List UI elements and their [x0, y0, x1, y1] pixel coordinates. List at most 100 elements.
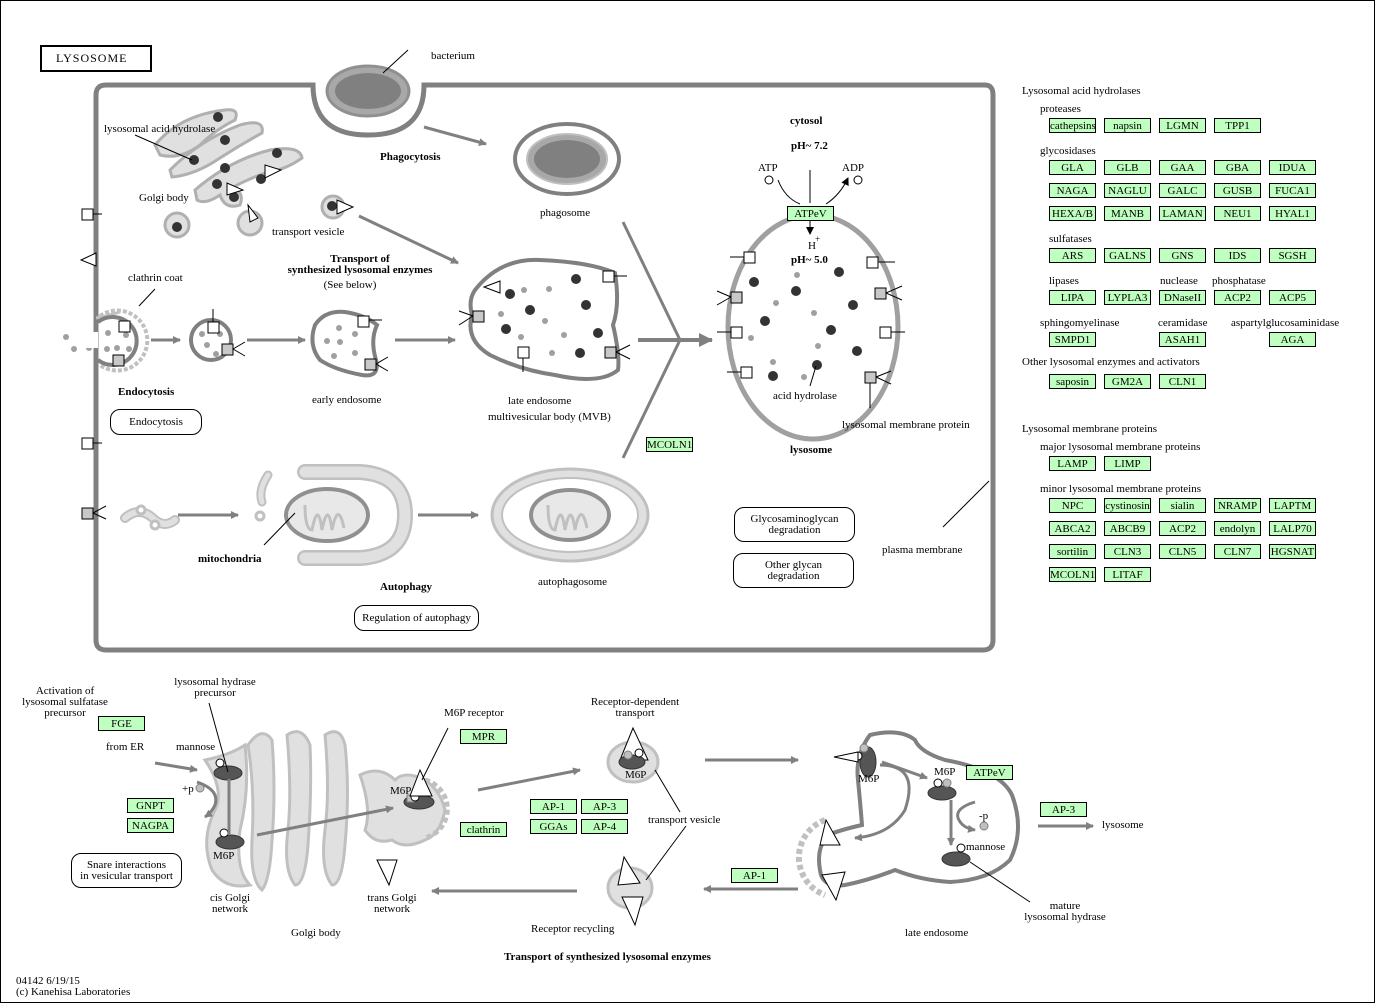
- gene-smpd1[interactable]: SMPD1: [1049, 332, 1096, 347]
- gene-laptm[interactable]: LAPTM: [1269, 498, 1316, 513]
- map-snare-interactions[interactable]: Snare interactions in vesicular transpor…: [71, 853, 182, 888]
- label-trans-golgi-2: network: [373, 903, 411, 915]
- gene-limp[interactable]: LIMP: [1104, 456, 1151, 471]
- gene-laman[interactable]: LAMAN: [1159, 206, 1206, 221]
- gene-gaa[interactable]: GAA: [1159, 160, 1206, 175]
- gene-naga[interactable]: NAGA: [1049, 183, 1096, 198]
- footer-id-date: 04142 6/19/15: [16, 975, 80, 987]
- label-adp: ADP: [842, 162, 865, 174]
- gene-gns[interactable]: GNS: [1159, 248, 1206, 263]
- gene-ids[interactable]: IDS: [1214, 248, 1261, 263]
- gene-lipa[interactable]: LIPA: [1049, 290, 1096, 305]
- gene-clathrin[interactable]: clathrin: [460, 822, 507, 837]
- gene-cln7[interactable]: CLN7: [1214, 544, 1261, 559]
- gene-litaf[interactable]: LITAF: [1104, 567, 1151, 582]
- gene-asah1[interactable]: ASAH1: [1159, 332, 1206, 347]
- label-m6p-receptor: M6P receptor: [444, 707, 504, 719]
- gene-galns[interactable]: GALNS: [1104, 248, 1151, 263]
- gene-nagpa[interactable]: NAGPA: [127, 818, 174, 833]
- label-endocytosis: Endocytosis: [118, 386, 175, 398]
- label-early-endosome: early endosome: [312, 394, 382, 406]
- gene-idua[interactable]: IDUA: [1269, 160, 1316, 175]
- gene-hyal1[interactable]: HYAL1: [1269, 206, 1316, 221]
- gene-atpev[interactable]: ATPeV: [787, 206, 834, 221]
- gene-ap1-recycling[interactable]: AP-1: [731, 868, 778, 883]
- gene-lypla3[interactable]: LYPLA3: [1104, 290, 1151, 305]
- gene-ars[interactable]: ARS: [1049, 248, 1096, 263]
- label-plus-p: +p: [182, 783, 194, 795]
- gene-sgsh[interactable]: SGSH: [1269, 248, 1316, 263]
- gene-naglu[interactable]: NAGLU: [1104, 183, 1151, 198]
- legend-other-title: Other lysosomal enzymes and activators: [1022, 356, 1200, 368]
- label-mature-1: mature: [1049, 900, 1081, 912]
- gene-galc[interactable]: GALC: [1159, 183, 1206, 198]
- label-m6p-trans: M6P: [390, 785, 412, 797]
- gene-lgmn[interactable]: LGMN: [1159, 118, 1206, 133]
- gene-mpr[interactable]: MPR: [460, 729, 507, 744]
- gene-lamp[interactable]: LAMP: [1049, 456, 1096, 471]
- gene-acp2[interactable]: ACP2: [1159, 521, 1206, 536]
- gene-gusb[interactable]: GUSB: [1214, 183, 1261, 198]
- gene-cathepsins[interactable]: cathepsins: [1049, 118, 1096, 133]
- gene-napsin[interactable]: napsin: [1104, 118, 1151, 133]
- map-glycosaminoglycan-degradation[interactable]: Glycosaminoglycan degradation: [734, 507, 855, 542]
- legend-nuclease: nuclease: [1160, 275, 1198, 287]
- label-section-title: Transport of synthesized lysosomal enzym…: [504, 951, 711, 963]
- label-late-endosome-bottom: late endosome: [905, 927, 969, 939]
- gene-aga[interactable]: AGA: [1269, 332, 1316, 347]
- label-h-plus: +: [815, 234, 821, 244]
- golgi-stack-bottom: [202, 730, 447, 893]
- label-transport-vesicle: transport vesicle: [272, 226, 345, 238]
- label-mvb: multivesicular body (MVB): [488, 411, 611, 423]
- gene-tpp1[interactable]: TPP1: [1214, 118, 1261, 133]
- gene-gla[interactable]: GLA: [1049, 160, 1096, 175]
- gene-mcoln1[interactable]: MCOLN1: [1049, 567, 1096, 582]
- gene-nramp[interactable]: NRAMP: [1214, 498, 1261, 513]
- gene-neu1[interactable]: NEU1: [1214, 206, 1261, 221]
- gene-fge[interactable]: FGE: [98, 716, 145, 731]
- gene-ap4[interactable]: AP-4: [581, 819, 628, 834]
- gene-gba[interactable]: GBA: [1214, 160, 1261, 175]
- gene-gnpt[interactable]: GNPT: [127, 798, 174, 813]
- gene-abca2[interactable]: ABCA2: [1049, 521, 1096, 536]
- gene-hgsnat[interactable]: HGSNAT: [1269, 544, 1316, 559]
- gene-endolyn[interactable]: endolyn: [1214, 521, 1261, 536]
- gene-ap3-lysosome[interactable]: AP-3: [1040, 802, 1087, 817]
- gene-abcb9[interactable]: ABCB9: [1104, 521, 1151, 536]
- gene-fuca1[interactable]: FUCA1: [1269, 183, 1316, 198]
- gene-sortilin[interactable]: sortilin: [1049, 544, 1096, 559]
- gene-cln3[interactable]: CLN3: [1104, 544, 1151, 559]
- map-regulation-autophagy[interactable]: Regulation of autophagy: [354, 605, 479, 631]
- gene-ap1[interactable]: AP-1: [530, 799, 577, 814]
- gene-cln1[interactable]: CLN1: [1159, 374, 1206, 389]
- map-snare-line2: in vesicular transport: [80, 869, 173, 882]
- gene-glb[interactable]: GLB: [1104, 160, 1151, 175]
- gene-mcoln1[interactable]: MCOLN1: [646, 437, 693, 452]
- map-other-line1: Other glycan: [764, 558, 823, 571]
- gene-dnaseii[interactable]: DNaseII: [1159, 290, 1206, 305]
- gene-manb[interactable]: MANB: [1104, 206, 1151, 221]
- gene-acp2[interactable]: ACP2: [1214, 290, 1261, 305]
- label-lysosomal-membrane-protein: lysosomal membrane protein: [842, 419, 970, 431]
- gene-acp5[interactable]: ACP5: [1269, 290, 1316, 305]
- gene-npc[interactable]: NPC: [1049, 498, 1096, 513]
- label-see-below: (See below): [323, 279, 377, 291]
- map-other-glycan-degradation[interactable]: Other glycan degradation: [733, 553, 854, 588]
- label-h: H: [808, 240, 816, 252]
- gene-saposin[interactable]: saposin: [1049, 374, 1096, 389]
- map-endocytosis[interactable]: Endocytosis: [110, 409, 202, 435]
- label-golgi-body-bottom: Golgi body: [291, 927, 341, 939]
- label-lysosome-bottom: lysosome: [1102, 819, 1144, 831]
- gene-atpev-bottom[interactable]: ATPeV: [966, 765, 1013, 780]
- gene-hexa-b[interactable]: HEXA/B: [1049, 206, 1096, 221]
- gene-ggas[interactable]: GGAs: [530, 819, 577, 834]
- gene-lalp70[interactable]: LALP70: [1269, 521, 1316, 536]
- gene-sialin[interactable]: sialin: [1159, 498, 1206, 513]
- label-minus-p: -p: [979, 810, 989, 822]
- label-transport-title-2: synthesized lysosomal enzymes: [287, 264, 433, 276]
- gene-cystinosin[interactable]: cystinosin: [1104, 498, 1151, 513]
- label-receptor-dep-2: transport: [615, 707, 655, 719]
- gene-ap3[interactable]: AP-3: [581, 799, 628, 814]
- gene-cln5[interactable]: CLN5: [1159, 544, 1206, 559]
- gene-gm2a[interactable]: GM2A: [1104, 374, 1151, 389]
